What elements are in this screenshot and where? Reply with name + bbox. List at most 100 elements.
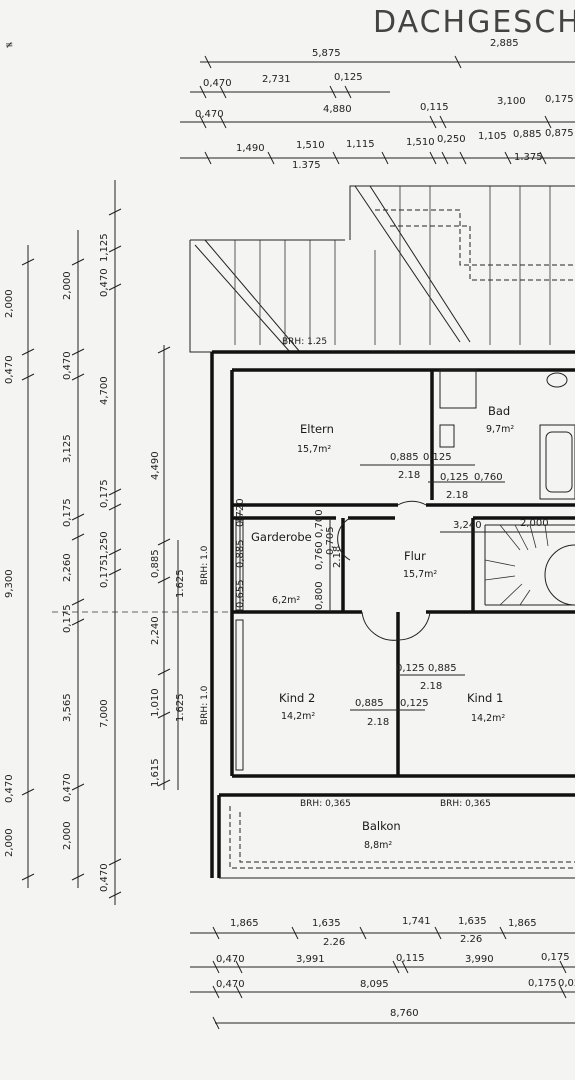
room-name-garderobe: Garderobe xyxy=(251,530,312,544)
dim-label: 3,125 xyxy=(62,434,73,463)
dim-label: 0,175 xyxy=(528,978,557,989)
dim-label: 1,250 xyxy=(99,531,110,560)
room-area-eltern: 15,7m² xyxy=(297,444,331,455)
dim-label: 0,125 xyxy=(396,663,425,674)
dim-label: 2,000 xyxy=(4,828,15,857)
dim-label: 8,095 xyxy=(360,979,389,990)
dim-label: 2,240 xyxy=(150,616,161,645)
bottom-dimension-labels: 1,865 1,635 1,741 1,635 1,865 2.26 2.26 … xyxy=(216,916,575,1019)
dim-label: 9,300 xyxy=(4,569,15,598)
dim-label: 0,470 xyxy=(216,979,245,990)
dim-label: 1.625 xyxy=(175,693,186,722)
dim-label: 3,991 xyxy=(296,954,325,965)
dim-label: 2,731 xyxy=(262,74,291,85)
dim-label: 0,470 xyxy=(195,109,224,120)
room-area-balkon: 8,8m² xyxy=(364,840,392,851)
dim-label: 1,010 xyxy=(150,688,161,717)
dim-label: 2.18 xyxy=(398,470,420,481)
room-area-kind2: 14,2m² xyxy=(281,711,315,722)
dim-label: 0,02 xyxy=(558,978,575,989)
room-area-garderobe: 6,2m² xyxy=(272,595,300,606)
dim-label: 1,105 xyxy=(478,131,507,142)
dim-label: 0,885 xyxy=(390,452,419,463)
dim-label: 2.18 xyxy=(420,681,442,692)
dim-label: 0,470 xyxy=(4,355,15,384)
room-name-kind1: Kind 1 xyxy=(467,691,503,705)
room-labels: Eltern 15,7m² Bad 9,7m² Garderobe 6,2m² … xyxy=(251,404,514,851)
dim-label: 2.26 xyxy=(323,937,345,948)
dim-label: 2,000 xyxy=(62,821,73,850)
room-area-flur: 15,7m² xyxy=(403,569,437,580)
plan-title: DACHGESCHO xyxy=(373,5,575,40)
dim-label: 0,250 xyxy=(437,134,466,145)
bottom-dimension-lines xyxy=(190,926,575,1030)
brh-label: BRH: 0,365 xyxy=(440,799,491,809)
dim-label: 2.18 xyxy=(367,717,389,728)
dim-label: 0,875 xyxy=(545,128,574,139)
dim-label: 1,741 xyxy=(402,916,431,927)
dim-label: 0,175 xyxy=(99,559,110,588)
dim-label: 0,700 xyxy=(314,509,325,538)
dim-label: 1,510 xyxy=(296,140,325,151)
room-name-bad: Bad xyxy=(488,404,510,418)
staircase xyxy=(484,524,575,606)
sink-icon xyxy=(439,424,455,448)
dim-label: 0,885 xyxy=(235,539,246,568)
dim-label: 3,565 xyxy=(62,693,73,722)
dim-label: 1,635 xyxy=(312,918,341,929)
dim-label: 0,720 xyxy=(235,498,246,527)
dim-label: 0,175 xyxy=(545,94,574,105)
dim-label: 3,100 xyxy=(497,96,526,107)
dim-label: 1.375 xyxy=(514,152,543,163)
room-name-balkon: Balkon xyxy=(362,819,401,833)
dim-label: 2,000 xyxy=(4,289,15,318)
walls xyxy=(210,350,575,879)
dim-label: 0,115 xyxy=(396,953,425,964)
corner-mark: ≠ xyxy=(5,40,13,51)
dim-label: 0,470 xyxy=(216,954,245,965)
dim-label: 2.26 xyxy=(460,934,482,945)
dim-label: 0,800 xyxy=(314,581,325,610)
bathtub-icon xyxy=(539,424,575,500)
left-dimension-lines xyxy=(21,180,240,905)
dim-label: 0,885 xyxy=(513,129,542,140)
dim-label: 0,760 xyxy=(314,541,325,570)
dim-label: 0,885 xyxy=(428,663,457,674)
dim-label: 1,865 xyxy=(230,918,259,929)
brh-label: BRH: 1.0 xyxy=(200,685,210,725)
dim-label: 1,115 xyxy=(346,139,375,150)
dim-label: 1,635 xyxy=(458,916,487,927)
dim-label: 8,760 xyxy=(390,1008,419,1019)
toilet-icon xyxy=(546,372,568,388)
dim-label: 1,125 xyxy=(99,233,110,262)
dim-label: 4,490 xyxy=(150,451,161,480)
inner-dimension-lines xyxy=(239,464,575,711)
dim-label: 0,115 xyxy=(420,102,449,113)
brh-label: BRH: 1.0 xyxy=(200,545,210,585)
dim-label: 0,125 xyxy=(440,472,469,483)
dim-label: 0,175 xyxy=(62,604,73,633)
shower-icon xyxy=(439,369,477,409)
dim-label: 1,865 xyxy=(508,918,537,929)
roof-area xyxy=(189,185,575,353)
brh-labels: BRH: 1.25 BRH: 1.0 BRH: 1.0 BRH: 0,365 B… xyxy=(200,337,491,809)
dim-label: 2.18 xyxy=(446,490,468,501)
top-dimension-labels: 5,875 2,885 0,470 2,731 0,125 0,470 4,88… xyxy=(195,38,574,171)
bathroom-fixtures xyxy=(439,369,575,500)
room-name-flur: Flur xyxy=(404,549,426,563)
dim-label: 0,175 xyxy=(62,498,73,527)
dim-label: 0,760 xyxy=(474,472,503,483)
room-name-eltern: Eltern xyxy=(300,422,334,436)
dim-label: 0,125 xyxy=(334,72,363,83)
dim-label: 1,490 xyxy=(236,143,265,154)
dim-label: 3,240 xyxy=(453,520,482,531)
dim-label: 5,875 xyxy=(312,48,341,59)
dim-label: 0,885 xyxy=(355,698,384,709)
room-area-kind1: 14,2m² xyxy=(471,713,505,724)
dim-label: 2,000 xyxy=(520,518,549,529)
brh-label: BRH: 0,365 xyxy=(300,799,351,809)
dim-label: 0,470 xyxy=(62,773,73,802)
dim-label: 0,655 xyxy=(235,579,246,608)
dim-label: 0,470 xyxy=(4,774,15,803)
